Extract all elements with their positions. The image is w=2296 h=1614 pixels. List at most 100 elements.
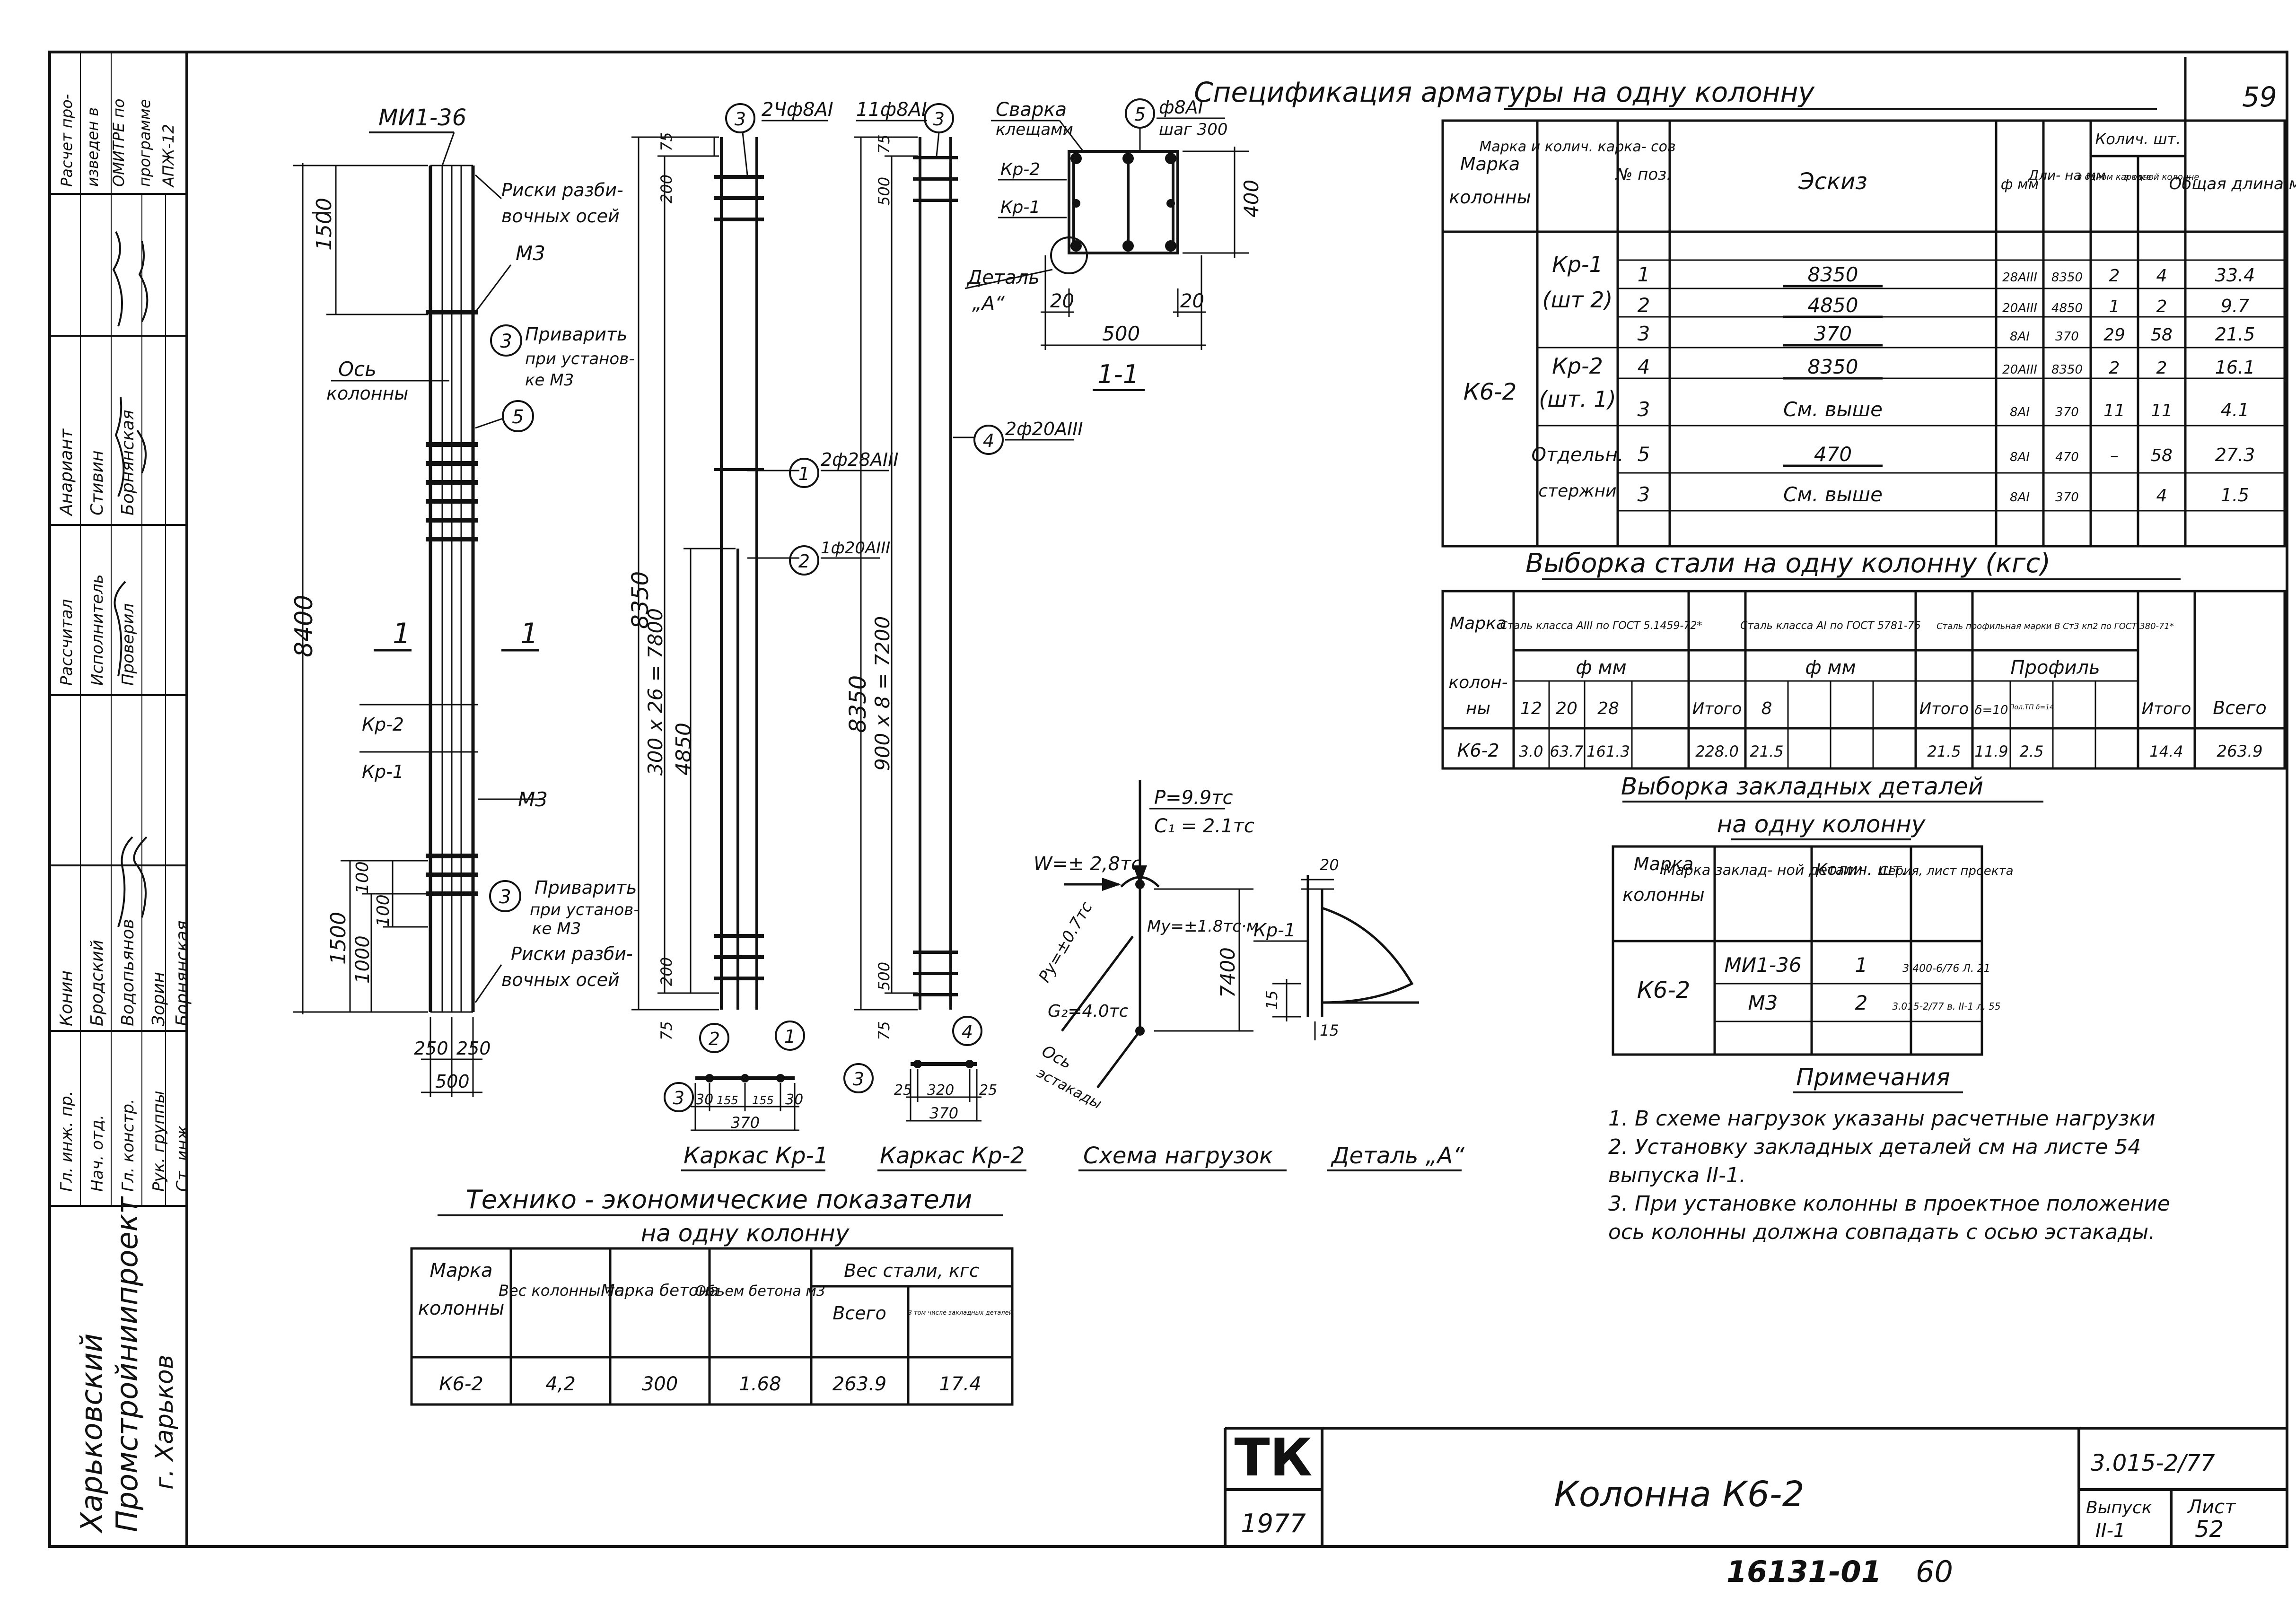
section-1-1: Сварка клещами Кр-2 Кр-1 Деталь „А“ <box>964 97 1263 391</box>
spec-cell-n2: 2 <box>2156 297 2167 316</box>
tech-h-volume: Объем бетона м3 <box>695 1283 825 1300</box>
elev-pos3b: 3 <box>499 886 511 908</box>
spec-cell-pos: 3 <box>1638 483 1650 506</box>
role-5: Ст. инж. <box>173 1120 192 1192</box>
steel-d-28: 28 <box>1597 699 1619 718</box>
sec-mark-right: 1 <box>520 617 538 650</box>
dim-8400: 8400 <box>290 595 318 657</box>
note-2: 2. Установку закладных деталей см на лис… <box>1608 1135 2141 1159</box>
calc-note-3: ОМИТРЕ по <box>110 99 128 187</box>
s11-d500: 500 <box>1102 322 1140 345</box>
steel-table: Выборка стали на одну колонну (кгс) Марк… <box>1441 548 2286 770</box>
dim-100b: 100 <box>374 894 393 927</box>
steel-r-p2: 2.5 <box>2020 742 2044 760</box>
kp2-s-320: 320 <box>927 1082 954 1099</box>
tech-h-all: Всего <box>833 1303 886 1324</box>
s11-d20b: 20 <box>1180 290 1204 312</box>
spec-group-kp1-n: (шт 2) <box>1542 287 1613 313</box>
spec-cell-sketch: 8350 <box>1808 263 1858 286</box>
load-caption: Схема нагрузок <box>1083 1143 1273 1169</box>
steel-h-vsego: Всего <box>2213 698 2267 718</box>
spec-group-kp2: Кр-2 <box>1552 353 1603 379</box>
spec-cell-n2: 58 <box>2151 325 2173 345</box>
spec-cell-total: 33.4 <box>2215 265 2255 286</box>
steel-r-prof-total: 14.4 <box>2149 742 2183 760</box>
spec-cell-len: 8350 <box>2051 363 2083 377</box>
spec-cell-d: 8АI <box>2010 405 2030 419</box>
dim-100a: 100 <box>353 861 372 894</box>
spec-cell-n1: 29 <box>2103 325 2125 345</box>
spec-cell-n1: 2 <box>2109 358 2120 378</box>
page-number: 59 <box>2242 81 2277 113</box>
dim-1500-bot: 1500 <box>326 912 351 965</box>
spec-cell-len: 4850 <box>2051 301 2083 315</box>
kp2-sec-pos4: 4 <box>962 1021 973 1042</box>
load-Py: Pу=±0.7тс <box>1035 899 1096 986</box>
kp1-sec-pos2: 2 <box>709 1029 720 1049</box>
title-issue-label: Выпуск <box>2086 1498 2152 1518</box>
tech-r-weight: 4,2 <box>545 1373 576 1395</box>
cage-kp2: 8350 900 х 8 = 7200 75 500 500 75 11ф8АI… <box>843 99 1083 1171</box>
load-C1: С₁ = 2.1тс <box>1154 815 1254 837</box>
s11-kp2: Кр-2 <box>1000 160 1040 179</box>
pos-callouts-elev: 3 5 3 <box>475 324 534 912</box>
spec-col-mark: К6-2 <box>1463 379 1516 405</box>
org-line-2: Промстройниипроект <box>110 1196 144 1532</box>
tech-r-steel: 263.9 <box>833 1373 887 1395</box>
spec-cell-n2: 4 <box>2156 486 2167 506</box>
spec-cell-d: 20АIII <box>2002 363 2037 377</box>
dim-1500-top: 1500 <box>312 198 336 251</box>
spec-cell-n1: – <box>2110 446 2119 465</box>
spec-h-qty-col: в одной колонне <box>2124 172 2199 182</box>
spec-group-sep-2: стержни <box>1538 481 1616 501</box>
calc-note-4: программе <box>136 99 154 187</box>
steel-h-fmm-1: ф мм <box>1576 657 1626 679</box>
role-3: Гл. констр. <box>119 1099 138 1192</box>
signatures <box>112 231 149 927</box>
steel-r-20: 63.7 <box>1550 742 1584 760</box>
tech-table: Технико - экономические показатели на од… <box>410 1185 1014 1406</box>
kp2-dim-75b: 75 <box>875 1021 893 1040</box>
kp2-s-370: 370 <box>929 1104 958 1122</box>
spec-h-total: Общая длина м <box>2169 174 2296 193</box>
kp1-s-30a: 30 <box>695 1091 713 1108</box>
detA-d15a: 15 <box>1263 990 1281 1010</box>
spec-h-qty-frame: в одном каркасе <box>2077 172 2152 182</box>
org-line-1: Харьковский <box>74 1334 109 1534</box>
name2-2: Борнянская <box>118 410 138 515</box>
spec-h-sketch: Эскиз <box>1798 168 1867 195</box>
spec-h-len: Дли- на мм <box>2027 167 2106 183</box>
steel-title: Выборка стали на одну колонну (кгс) <box>1525 548 2051 579</box>
tech-r-emb: 17.4 <box>939 1373 981 1395</box>
calc-note-2: изведен в <box>84 107 102 187</box>
role-name-5: Борнянская <box>173 920 192 1026</box>
spec-h-qty: Колич. шт. <box>2095 130 2181 148</box>
ann-weld2-3: ке М3 <box>532 919 581 938</box>
steel-h-itogo-2: Итого <box>1919 699 1969 718</box>
elev-pos5: 5 <box>512 406 524 428</box>
kp2-s-25a: 25 <box>894 1082 912 1099</box>
spec-cell-total: 9.7 <box>2221 296 2249 316</box>
ann-riski2-2: вочных осей <box>501 969 620 990</box>
kp2-dim-500b: 500 <box>875 962 893 991</box>
kp1-dim-7800: 300 х 26 = 7800 <box>644 608 667 776</box>
notes-title: Примечания <box>1796 1064 1950 1091</box>
kp1-label-2: 1ф20АIII <box>821 539 890 558</box>
emb-r-mark: К6-2 <box>1637 977 1690 1003</box>
tk-logo: ТК <box>1235 1427 1313 1488</box>
kp2-top-label: 11ф8АI <box>856 99 927 121</box>
spec-cell-pos: 2 <box>1638 294 1650 317</box>
kp2-s-25b: 25 <box>979 1082 997 1099</box>
steel-h-mark-3: ны <box>1466 699 1490 718</box>
tech-title: Технико - экономические показатели <box>466 1185 973 1214</box>
load-axis-2: эстакады <box>1034 1064 1104 1112</box>
emb-h-mark-2: колонны <box>1622 884 1704 905</box>
ann-weld-1: Приварить <box>525 324 627 345</box>
detA-caption: Деталь „А“ <box>1331 1143 1465 1169</box>
role-name-2: Бродский <box>88 940 107 1026</box>
kp1-bars <box>714 175 764 980</box>
spec-h-mark-2: колонны <box>1449 187 1531 208</box>
steel-h-mark-2: колон- <box>1448 673 1507 692</box>
role2-2: Исполнитель <box>88 574 107 686</box>
